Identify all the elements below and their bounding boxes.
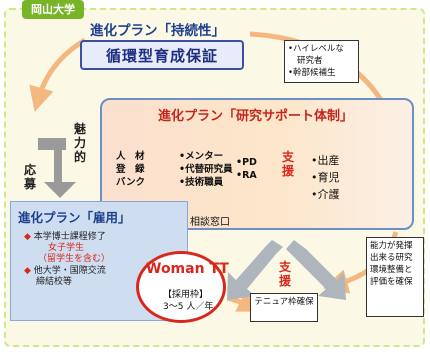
researcher-target-line: •ハイレベルな [288, 44, 344, 54]
support-char: 支 [281, 150, 294, 164]
plan-support-title: 進化プラン「研究サポート体制」 [158, 109, 354, 124]
post-item: •PD [236, 157, 257, 168]
role-item: •メンター [179, 151, 224, 162]
attraction-arrow [38, 138, 76, 198]
support-label-upper: 支 援 [281, 150, 295, 178]
support-office-label: 支援室 相談窓口 [150, 217, 230, 228]
life-event-childcare: •育児 [311, 171, 340, 184]
posts-list: •PD •RA [236, 156, 257, 182]
employment-bullet-1-line2: 女子学生 [48, 243, 85, 253]
registry-line: バンク [116, 177, 145, 188]
woman-tt-oval [136, 251, 226, 323]
attraction-char: 力 [73, 136, 86, 150]
registry-label: 人 材 登 録 バンク [116, 150, 145, 189]
bullet-text: 本学博士課程修了 [33, 232, 106, 242]
support-char: 援 [278, 274, 291, 288]
attraction-label: 魅 力 的 [73, 122, 87, 164]
life-event-birth: •出産 [311, 154, 340, 167]
roles-list: •メンター •代替研究員 •技術職員 [179, 150, 233, 189]
attraction-char: 魅 [73, 122, 86, 136]
support-diverging-arrow-left [227, 240, 283, 300]
support-char: 支 [278, 260, 291, 274]
post-item: •RA [236, 170, 257, 181]
cycle-arc-upper-left [29, 37, 87, 113]
registry-line: 人 材 [116, 151, 145, 162]
application-char: 応 [23, 163, 36, 177]
ability-environment-box: 能力が発揮出来る研究環境整備と評価を確保 [366, 237, 424, 317]
woman-tt-quota-label: 【採用枠】 [163, 290, 209, 300]
university-tag: 岡山大学 [22, 0, 84, 19]
employment-bullet-2-line2: 締結校等 [36, 277, 73, 287]
plan-employment-title: 進化プラン「雇用」 [18, 210, 131, 225]
plan-sustainability-title: 進化プラン「持続性」 [90, 23, 225, 39]
researcher-target-line: •幹部候補生 [288, 68, 336, 78]
employment-bullet-2: ◆ 他大学・国際交流 [24, 266, 106, 277]
employment-bullet-1-line3: （留学生を含む） [38, 254, 111, 264]
cycle-slogan-box: 循環型育成保証 [80, 40, 244, 70]
diamond-bullet-icon: ◆ [24, 266, 31, 276]
registry-line: 登 録 [116, 164, 145, 175]
researcher-target-box: •ハイレベルな 研究者 •幹部候補生 [284, 40, 359, 83]
application-char: 募 [23, 177, 36, 191]
application-label: 応 募 [23, 163, 37, 191]
support-diverging-arrow-right [286, 240, 346, 300]
tenure-box: テニュア枠確保 [250, 293, 318, 322]
role-item: •代替研究員 [179, 164, 233, 175]
life-event-nursing: •介護 [311, 188, 340, 201]
woman-tt-quota-value: 3〜5 人／年 [163, 302, 214, 312]
role-item: •技術職員 [179, 177, 224, 188]
bullet-text: 他大学・国際交流 [33, 266, 106, 276]
diamond-bullet-icon: ◆ [24, 232, 31, 242]
support-char: 援 [281, 164, 294, 178]
attraction-char: 的 [73, 150, 86, 164]
researcher-target-line: 研究者 [297, 56, 323, 66]
support-label-lower: 支 援 [278, 260, 292, 288]
employment-bullet-1: ◆ 本学博士課程修了 [24, 232, 106, 243]
woman-tt-title: Woman TT [146, 261, 229, 277]
cycle-slogan: 循環型育成保証 [105, 46, 218, 65]
